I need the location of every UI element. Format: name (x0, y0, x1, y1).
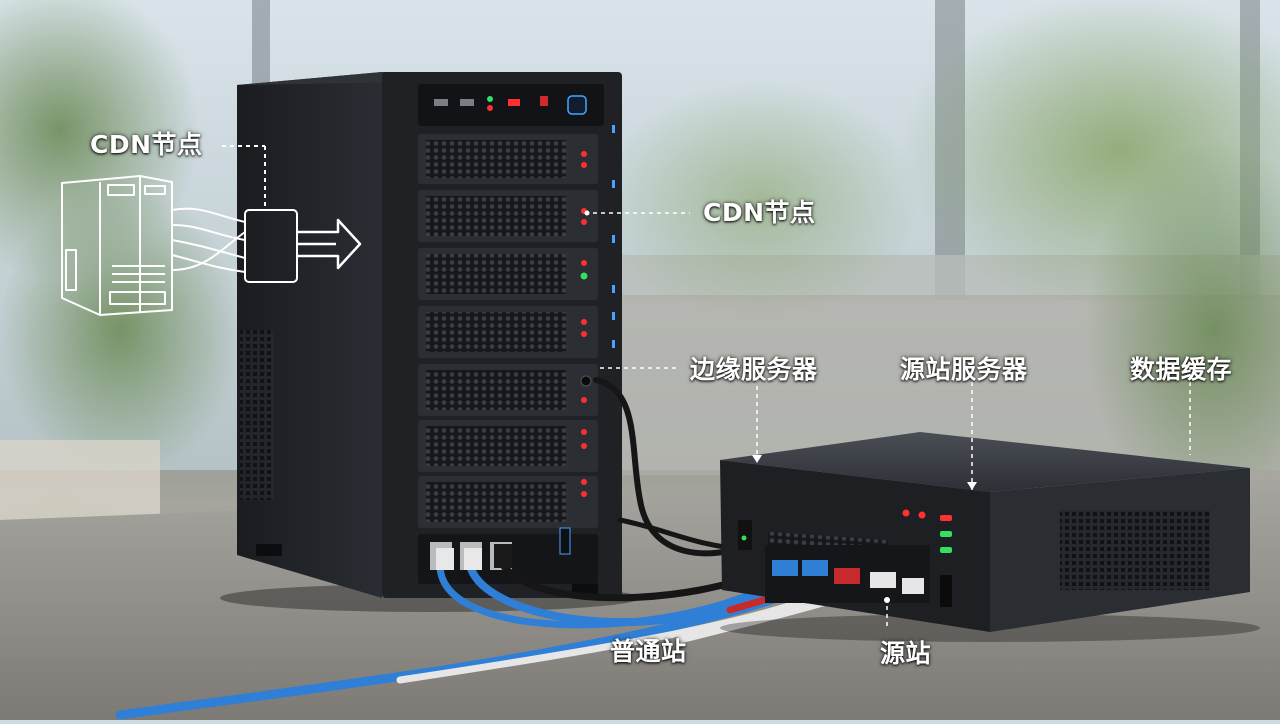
callout-arrowheads (584, 210, 977, 603)
label-data-cache: 数据缓存 (1130, 355, 1233, 384)
box-top (720, 432, 1250, 492)
box-side-vent (1060, 510, 1210, 590)
server-outline-icon (61, 145, 298, 316)
arrow-right-icon (297, 218, 362, 270)
power-button (567, 95, 587, 115)
tower-server (237, 72, 622, 598)
label-edge-server: 边缘服务器 (690, 355, 818, 384)
label-origin-server: 源站服务器 (900, 355, 1028, 384)
usb-port (434, 99, 448, 106)
label-origin-site: 源站 (880, 639, 932, 668)
status-led (540, 96, 548, 106)
tower-side-vent (240, 330, 274, 500)
label-normal-site: 普通站 (610, 637, 687, 666)
status-led (487, 96, 493, 102)
status-led (508, 99, 520, 106)
drive-bays (418, 134, 598, 528)
label-cdn-node-right: CDN节点 (703, 198, 816, 227)
callout-lines (585, 212, 1191, 628)
usb-port (460, 99, 474, 106)
label-cdn-node-left: CDN节点 (90, 130, 203, 159)
status-led (487, 105, 493, 111)
plant-right (1085, 140, 1280, 520)
side-leds (612, 125, 615, 348)
network-port (580, 375, 592, 387)
plant-pot (0, 440, 160, 520)
trees-center (600, 80, 920, 320)
plant-left-lower (0, 180, 240, 480)
origin-server-box (720, 432, 1250, 632)
